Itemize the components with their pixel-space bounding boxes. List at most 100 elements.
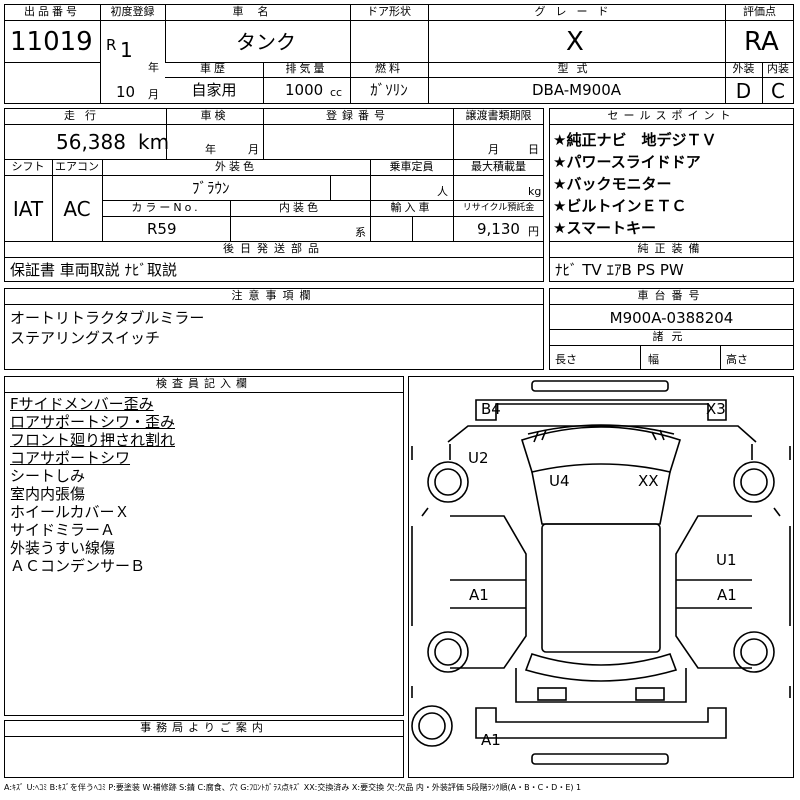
inspector-line: ホイールカバーＸ: [10, 503, 130, 521]
dims-label: 諸元: [652, 330, 691, 343]
regno-label: 登録番号: [326, 109, 390, 122]
legend-text: A:ｷｽﾞ U:ﾍｺﾐ B:ｷｽﾞを伴うﾍｺﾐ P:要塗装 W:補修跡 S:錆 …: [4, 783, 582, 792]
month-unit: 月: [148, 88, 159, 101]
damage-mark: X3: [706, 400, 726, 418]
displacement-unit: cc: [330, 86, 343, 99]
ext-color: ﾌﾞﾗｳﾝ: [192, 179, 230, 197]
damage-mark: B4: [481, 400, 501, 418]
color-no: R59: [147, 220, 177, 238]
notes-label: 注意事項欄: [231, 289, 317, 302]
import-label: 輸入車: [390, 201, 433, 214]
history-label: 車歴: [200, 62, 228, 75]
inspector-line: 外装うすい線傷: [10, 539, 116, 557]
chassis-label: 車台番号: [637, 289, 706, 302]
interior: C: [771, 79, 785, 103]
grade-label: グレード: [534, 5, 619, 18]
recycle: 9,130: [477, 220, 520, 238]
month: 10: [116, 83, 136, 101]
shipping-label: 後日発送部品: [223, 242, 325, 255]
sales-point-item: ★スマートキー: [553, 219, 656, 237]
sales-point-item: ★バックモニター: [553, 175, 672, 193]
inspector-label: 検査員記入欄: [156, 377, 252, 390]
damage-diagram-frame: [408, 376, 794, 778]
lot-no-label: 出品番号: [24, 5, 80, 18]
year-unit: 年: [148, 61, 159, 74]
shift-label: シフト: [11, 160, 45, 173]
damage-mark: A1: [717, 586, 737, 604]
equipment-text: ﾅﾋﾞ TV ｴｱB PS PW: [555, 261, 684, 279]
displacement: 1000: [285, 81, 324, 99]
ac-label: エアコン: [55, 160, 99, 173]
fuel: ｶﾞｿﾘﾝ: [370, 81, 408, 99]
damage-mark: XX: [638, 472, 659, 490]
shift: IAT: [12, 197, 44, 221]
displacement-label: 排気量: [285, 62, 328, 75]
int-color-label: 内装色: [279, 201, 321, 214]
inspection-month-unit: 月: [248, 143, 259, 156]
width-label: 幅: [648, 353, 659, 366]
sales-point-item: ★純正ナビ 地デジＴＶ: [553, 131, 717, 149]
color-no-label: カラーNo.: [131, 201, 201, 214]
notes-line: オートリトラクタブルミラー: [10, 309, 205, 327]
transfer-day-unit: 日: [528, 143, 539, 156]
era-year: 1: [120, 38, 133, 62]
recycle-label: リサイクル預託金: [462, 203, 535, 213]
vehicle-details-frame: [4, 108, 544, 282]
sales-point-item: ★パワースライドドア: [553, 153, 701, 171]
damage-mark: A1: [469, 586, 489, 604]
damage-mark: U4: [549, 472, 570, 490]
notes-line: ステアリングスイッチ: [10, 329, 161, 347]
sales-points-label: セールスポイント: [607, 109, 736, 122]
inspector-line: フロント廻り押され割れ: [10, 431, 176, 449]
inspector-line: Fサイドメンバー歪み: [10, 395, 154, 413]
interior-label: 内装: [767, 62, 789, 75]
damage-mark: U1: [716, 551, 737, 569]
mileage-label: 走行: [64, 109, 106, 122]
inspector-line: ロアサポートシワ・歪み: [10, 413, 176, 431]
grade: X: [566, 27, 584, 57]
capacity-label: 乗車定員: [389, 160, 434, 173]
shipping-text: 保証書 車両取説 ﾅﾋﾞ取説: [10, 261, 178, 279]
mileage: 56,388: [56, 130, 126, 154]
length-label: 長さ: [555, 353, 577, 366]
first-reg-label: 初度登録: [110, 5, 155, 18]
office-label: 事務局よりご案内: [140, 721, 268, 734]
inspector-frame: [4, 376, 404, 716]
max-load-unit: kg: [528, 185, 542, 198]
chassis-number: M900A-0388204: [609, 309, 734, 327]
height-label: 高さ: [726, 353, 748, 366]
mileage-unit: km: [138, 130, 170, 154]
sales-point-item: ★ビルトインＥＴＣ: [553, 197, 687, 215]
inspector-line: サイドミラーＡ: [10, 521, 116, 539]
fuel-label: 燃料: [375, 62, 403, 75]
sales-points-frame: [549, 108, 794, 282]
office-frame: [4, 720, 404, 778]
inspector-line: ＡＣコンデンサーＢ: [10, 557, 146, 575]
score: RA: [744, 27, 779, 57]
exterior-label: 外装: [732, 62, 755, 75]
car-diagram: [411, 380, 791, 765]
transfer-label: 譲渡書類期限: [465, 109, 532, 122]
damage-mark: U2: [468, 449, 489, 467]
notes-frame: [4, 288, 544, 370]
transfer-month-unit: 月: [488, 143, 499, 156]
inspector-line: 室内内張傷: [10, 485, 86, 503]
ac: AC: [63, 197, 91, 221]
equipment-label: 純正装備: [637, 242, 706, 255]
exterior: D: [735, 79, 752, 103]
history: 自家用: [191, 81, 237, 99]
inspection-label: 車検: [200, 109, 229, 122]
car-name: タンク: [236, 30, 296, 54]
max-load-label: 最大積載量: [471, 160, 526, 173]
inspector-line: シートしみ: [10, 467, 86, 485]
model-label: 型式: [557, 62, 596, 75]
top-section-frame: [4, 4, 794, 104]
inspector-line: コアサポートシワ: [10, 449, 131, 467]
era: R: [106, 36, 117, 54]
inspection-year-unit: 年: [205, 143, 216, 156]
lot-no: 11019: [10, 27, 93, 57]
ext-color-label: 外装色: [215, 160, 257, 173]
door-label: ドア形状: [367, 5, 411, 18]
car-name-label: 車名: [232, 5, 283, 18]
capacity-unit: 人: [437, 185, 448, 198]
